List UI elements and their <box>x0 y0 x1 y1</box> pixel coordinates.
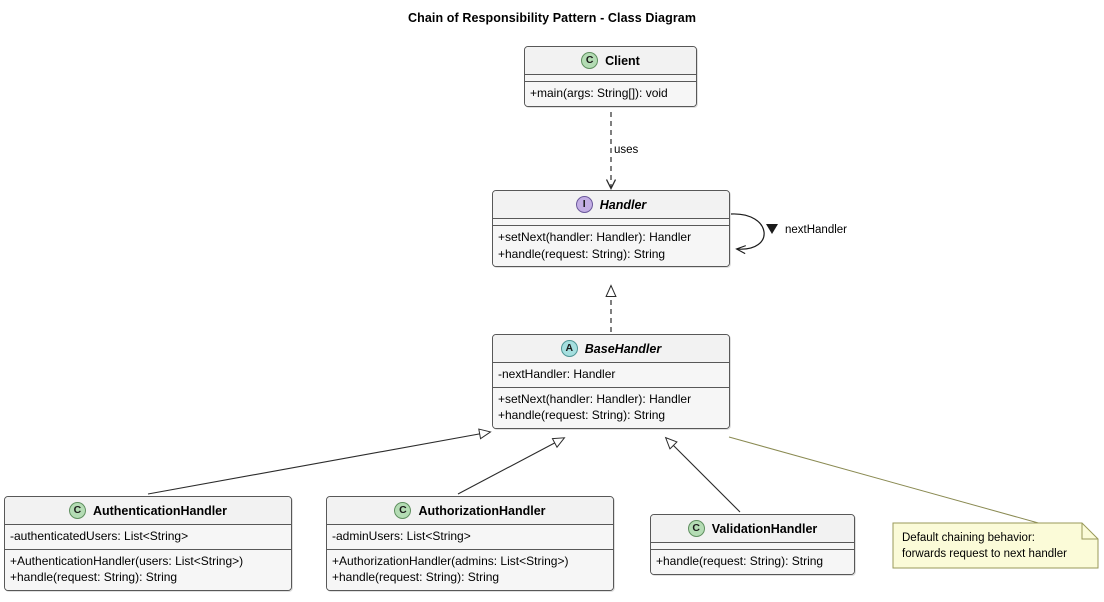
methods-compartment-basehandler: +setNext(handler: Handler): Handler +han… <box>493 387 729 428</box>
class-header-authenticationhandler: C AuthenticationHandler <box>5 497 291 525</box>
class-member: -nextHandler: Handler <box>498 367 616 381</box>
diagram-title: Chain of Responsibility Pattern - Class … <box>407 11 697 25</box>
class-member: +handle(request: String): String <box>656 554 824 568</box>
edge-label-uses: uses <box>614 144 639 156</box>
class-box-handler[interactable]: I Handler +setNext(handler: Handler): Ha… <box>492 190 730 267</box>
class-member: +AuthenticationHandler(users: List<Strin… <box>10 553 244 568</box>
class-box-validationhandler[interactable]: C ValidationHandler +handle(request: Str… <box>650 514 855 575</box>
class-name-validationhandler: ValidationHandler <box>711 521 818 536</box>
class-stereotype-icon: C <box>581 52 599 69</box>
class-member: +AuthorizationHandler(admins: List<Strin… <box>332 553 569 568</box>
attributes-compartment-authorizationhandler: -adminUsers: List<String> <box>327 525 613 550</box>
class-member: +handle(request: String): String <box>498 408 666 422</box>
class-name-handler: Handler <box>599 197 647 212</box>
class-member: -adminUsers: List<String> <box>332 529 471 543</box>
class-name-authenticationhandler: AuthenticationHandler <box>92 503 228 518</box>
class-name-authorizationhandler: AuthorizationHandler <box>418 503 546 518</box>
class-header-basehandler: A BaseHandler <box>493 335 729 363</box>
class-member: +main(args: String[]): void <box>530 86 668 100</box>
attributes-compartment-basehandler: -nextHandler: Handler <box>493 363 729 388</box>
class-box-basehandler[interactable]: A BaseHandler -nextHandler: Handler +set… <box>492 334 730 429</box>
note-anchor-line <box>728 436 1043 525</box>
class-stereotype-icon: C <box>687 520 705 537</box>
class-header-handler: I Handler <box>493 191 729 219</box>
class-header-validationhandler: C ValidationHandler <box>651 515 854 543</box>
edge-handler-self-nexthandler <box>730 213 778 255</box>
class-member: +setNext(handler: Handler): Handler <box>498 230 692 244</box>
edge-auth-extends-basehandler <box>147 432 490 495</box>
edge-label-nexthandler: nextHandler <box>785 224 848 236</box>
class-member: +handle(request: String): String <box>498 246 666 261</box>
methods-compartment-authorizationhandler: +AuthorizationHandler(admins: List<Strin… <box>327 549 613 590</box>
class-name-basehandler: BaseHandler <box>584 341 662 356</box>
attributes-compartment-client <box>525 75 696 82</box>
methods-compartment-handler: +setNext(handler: Handler): Handler +han… <box>493 226 729 266</box>
attributes-compartment-validationhandler <box>651 543 854 550</box>
class-member: +handle(request: String): String <box>10 570 178 584</box>
interface-stereotype-icon: I <box>575 196 593 213</box>
class-member: +setNext(handler: Handler): Handler <box>498 391 692 406</box>
methods-compartment-authenticationhandler: +AuthenticationHandler(users: List<Strin… <box>5 549 291 590</box>
methods-compartment-client: +main(args: String[]): void <box>525 82 696 106</box>
class-box-client[interactable]: C Client +main(args: String[]): void <box>524 46 697 107</box>
note-box: Default chaining behavior: forwards requ… <box>893 523 1098 568</box>
class-stereotype-icon: C <box>68 502 86 519</box>
attributes-compartment-authenticationhandler: -authenticatedUsers: List<String> <box>5 525 291 550</box>
class-member: -authenticatedUsers: List<String> <box>10 529 189 543</box>
class-header-authorizationhandler: C AuthorizationHandler <box>327 497 613 525</box>
class-name-client: Client <box>605 53 640 68</box>
attributes-compartment-handler <box>493 219 729 226</box>
edge-validation-extends-basehandler <box>666 438 741 513</box>
class-box-authenticationhandler[interactable]: C AuthenticationHandler -authenticatedUs… <box>4 496 292 591</box>
note-line-1: Default chaining behavior: <box>902 532 1035 544</box>
note-line-2: forwards request to next handler <box>902 548 1067 560</box>
class-box-authorizationhandler[interactable]: C AuthorizationHandler -adminUsers: List… <box>326 496 614 591</box>
class-header-client: C Client <box>525 47 696 75</box>
class-member: +handle(request: String): String <box>332 570 500 584</box>
class-stereotype-icon: C <box>394 502 412 519</box>
abstract-stereotype-icon: A <box>560 340 578 357</box>
edge-authz-extends-basehandler <box>457 438 564 495</box>
methods-compartment-validationhandler: +handle(request: String): String <box>651 550 854 574</box>
